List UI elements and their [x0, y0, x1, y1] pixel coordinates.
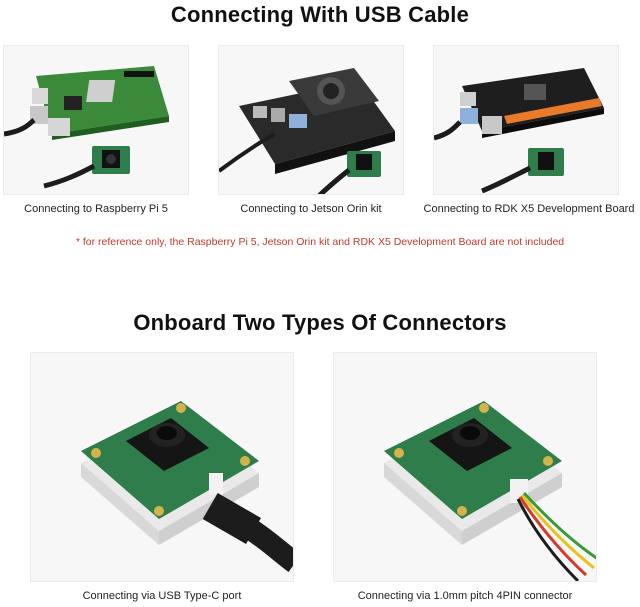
reference-note: * for reference only, the Raspberry Pi 5… [75, 236, 565, 248]
section-title-connectors: Onboard Two Types Of Connectors [133, 310, 507, 335]
section-title-usb: Connecting With USB Cable [170, 2, 470, 27]
caption-raspberry-pi-5: Connecting to Raspberry Pi 5 [24, 203, 168, 215]
image-4pin-connector [333, 352, 597, 582]
image-jetson-orin [218, 45, 404, 195]
caption-usb-type-c: Connecting via USB Type-C port [82, 590, 242, 602]
caption-jetson-orin: Connecting to Jetson Orin kit [240, 203, 382, 215]
caption-4pin-connector: Connecting via 1.0mm pitch 4PIN connecto… [357, 590, 573, 602]
image-usb-type-c [30, 352, 294, 582]
image-rdk-x5 [433, 45, 619, 195]
caption-rdk-x5: Connecting to RDK X5 Development Board [423, 203, 635, 215]
image-raspberry-pi-5 [3, 45, 189, 195]
